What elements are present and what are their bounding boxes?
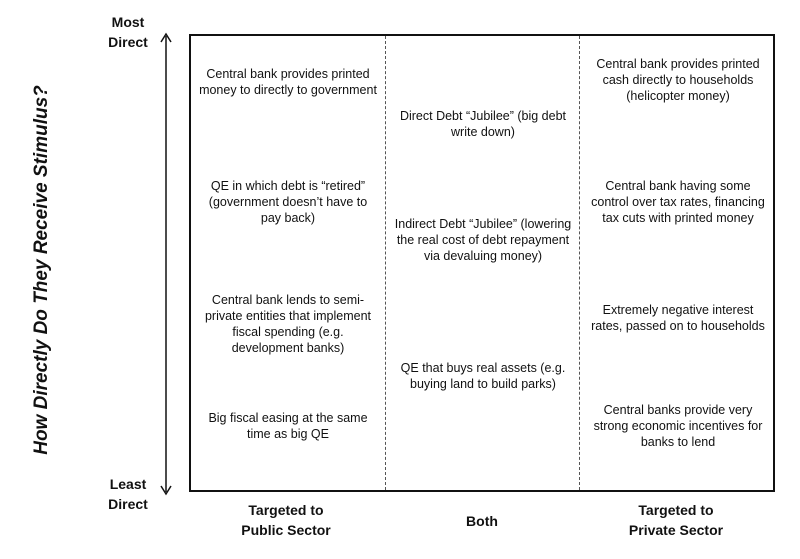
policy-matrix: Central bank provides printed money to d… [189,34,775,492]
private-cell-4: Central banks provide very strong econom… [593,403,763,449]
y-axis-title: How Directly Do They Receive Stimulus? [31,85,52,455]
column-label-private: Targeted to Private Sector [581,500,771,540]
column-label-public: Targeted to Public Sector [191,500,381,540]
private-cell-3: Extremely negative interest rates, passe… [591,303,765,333]
column-label-public-line-1: Targeted to [248,502,324,518]
least-direct-label: Least Direct [88,474,168,514]
most-direct-line-1: Most [111,14,145,30]
column-label-both: Both [387,511,577,531]
column-label-both-line-1: Both [466,513,498,529]
vertical-double-arrow [160,32,172,496]
both-cell-1: Direct Debt “Jubilee” (big debt write do… [399,109,567,139]
public-cell-2: QE in which debt is “retired” (governmen… [208,179,368,225]
public-cell-1: Central bank provides printed money to d… [199,67,377,97]
private-cell-2: Central bank having some control over ta… [591,179,765,225]
least-direct-line-1: Least [109,476,147,492]
most-direct-label: Most Direct [88,12,168,52]
column-divider-1 [385,36,386,490]
both-cell-3: QE that buys real assets (e.g. buying la… [400,361,566,391]
public-cell-4: Big fiscal easing at the same time as bi… [208,411,368,441]
arrow-head-down [160,485,172,496]
both-cell-2: Indirect Debt “Jubilee” (lowering the re… [394,217,572,263]
column-label-private-line-1: Targeted to [638,502,714,518]
most-direct-line-2: Direct [108,34,148,50]
private-cell-1: Central bank provides printed cash direc… [596,57,760,103]
column-label-private-line-2: Private Sector [628,522,724,538]
column-label-public-line-2: Public Sector [241,522,331,538]
column-divider-2 [579,36,580,490]
least-direct-line-2: Direct [108,496,148,512]
public-cell-3: Central bank lends to semi-private entit… [204,293,372,355]
arrow-head-up [160,32,172,43]
